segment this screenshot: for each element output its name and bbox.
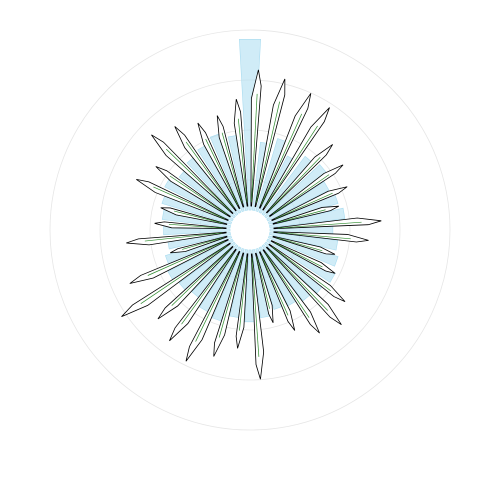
dark-bar-inner-line-35 [221, 132, 243, 204]
dark-bar-inner-line-24 [140, 245, 227, 304]
dark-bar-inner-line-32 [165, 148, 231, 211]
dark-bar-inner-line-23 [171, 249, 231, 306]
dark-bar-inner-line-20 [218, 256, 243, 338]
dark-bar-inner-line-33 [185, 141, 234, 208]
dark-bar-inner-line-12 [274, 242, 323, 268]
dark-bar-inner-line-18 [251, 257, 260, 357]
dark-bar-inner-line-21 [195, 255, 239, 342]
dark-bar-inner-line-9 [277, 221, 362, 229]
dark-bar-inner-line-34 [205, 138, 239, 205]
dark-bar-inner-line-2 [255, 101, 280, 203]
light-bar-11 [269, 232, 339, 251]
dark-bar-inner-line-25 [147, 241, 225, 276]
dark-bar-inner-line-15 [265, 253, 310, 318]
dark-bars-layer [121, 69, 382, 380]
light-bars-layer [161, 38, 346, 323]
dark-bar-inner-line-27 [144, 232, 223, 242]
dark-bar-inner-line-17 [256, 257, 270, 309]
dark-bar-inner-line-7 [275, 192, 333, 219]
dark-bar-inner-line-14 [269, 249, 328, 311]
dark-bar-inner-line-31 [169, 175, 227, 215]
dark-bar-inner-line-36 [237, 118, 248, 203]
grid-ring-4 [49, 29, 451, 431]
dark-bar-inner-line-19 [239, 257, 248, 331]
dark-bar-inner-line-4 [264, 125, 318, 207]
dark-bar-inner-line-29 [174, 210, 223, 224]
dark-bar-inner-line-16 [261, 255, 289, 316]
dark-bar-9 [273, 217, 382, 230]
dark-bar-inner-line-5 [269, 156, 321, 211]
dark-bar-inner-line-1 [251, 93, 258, 203]
light-bar-9 [269, 207, 346, 228]
dark-bar-inner-line-28 [168, 223, 223, 229]
dark-bar-18 [250, 253, 265, 380]
dark-bar-inner-line-30 [153, 186, 225, 219]
dark-bar-inner-line-8 [276, 209, 326, 224]
dark-bar-inner-line-26 [182, 237, 224, 250]
dark-bar-1 [250, 69, 262, 207]
dark-bar-inner-line-11 [276, 237, 323, 252]
dark-bar-inner-line-13 [272, 246, 331, 292]
light-bar-7 [266, 181, 330, 222]
dark-bar-inner-line-3 [261, 113, 303, 205]
dark-bar-inner-line-10 [277, 232, 351, 240]
dark-bar-inner-line-22 [181, 252, 234, 325]
dark-bar-inner-line-6 [272, 174, 330, 215]
